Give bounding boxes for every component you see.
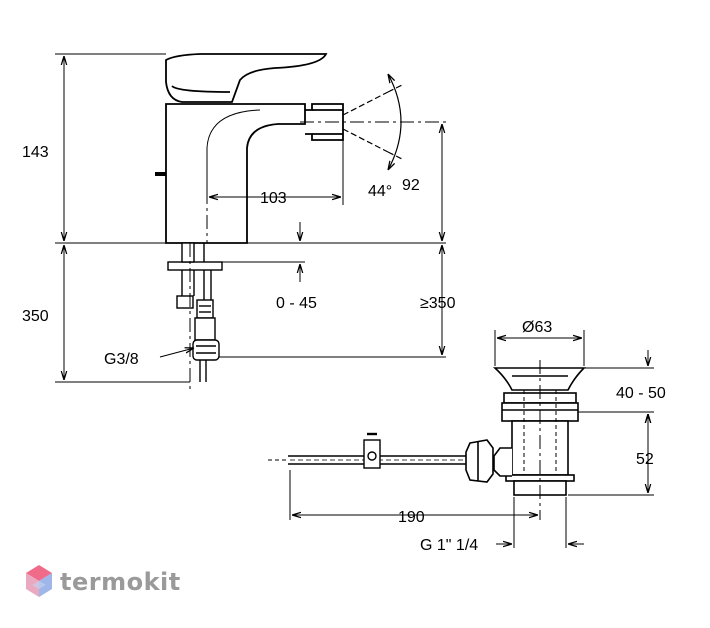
dim-min-clearance: ≥350 xyxy=(420,295,456,312)
dim-waste-diameter: Ø63 xyxy=(522,319,552,336)
dim-rod-length: 190 xyxy=(398,509,425,526)
dim-spout-height: 143 xyxy=(22,144,49,161)
waste-hidden-lines xyxy=(523,390,557,475)
swivel-angle xyxy=(342,74,403,170)
dim-waste-body-height: 52 xyxy=(636,451,654,468)
faucet-dimension-lines xyxy=(55,53,446,383)
popup-rod xyxy=(288,432,466,469)
faucet-outline xyxy=(155,53,344,244)
waste-dimension-lines xyxy=(289,330,654,548)
faucet-internal-line xyxy=(206,109,261,200)
dim-deck-thickness: 0 - 45 xyxy=(276,295,317,312)
dim-aerator-height: 92 xyxy=(402,177,420,194)
dim-below-deck: 350 xyxy=(22,308,49,325)
termokit-logo-icon xyxy=(26,565,52,597)
dim-swivel-angle: 44° xyxy=(368,183,392,200)
faucet-shank xyxy=(167,242,223,382)
watermark-brand: termokit xyxy=(60,568,181,596)
dim-waste-flange-range: 40 - 50 xyxy=(616,385,666,402)
dim-spout-reach: 103 xyxy=(260,190,287,207)
dim-waste-thread: G 1" 1/4 xyxy=(420,537,478,554)
centerlines xyxy=(189,121,446,390)
dim-connection-thread: G3/8 xyxy=(104,351,139,368)
waste-outline xyxy=(465,367,586,496)
